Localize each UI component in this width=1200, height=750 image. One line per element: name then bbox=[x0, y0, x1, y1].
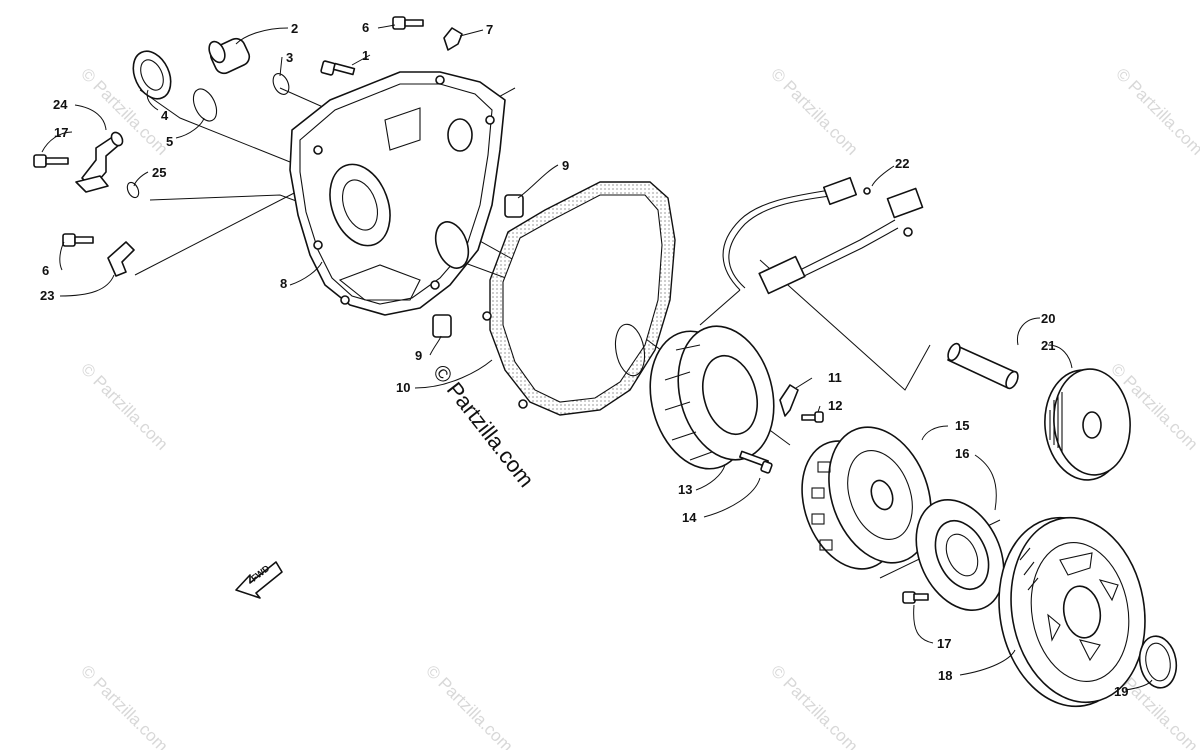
callout-1: 1 bbox=[362, 48, 369, 63]
callout-2: 2 bbox=[291, 21, 298, 36]
callout-8: 8 bbox=[280, 276, 287, 291]
callout-14: 14 bbox=[682, 510, 697, 525]
callout-9: 9 bbox=[562, 158, 569, 173]
plug-part-2 bbox=[208, 37, 251, 75]
o-ring-part-5 bbox=[192, 88, 218, 122]
callout-9: 9 bbox=[415, 348, 422, 363]
bolt-part-14 bbox=[739, 450, 773, 474]
dowel-pin-part-9 bbox=[432, 314, 452, 338]
watermark-faint: © Partzilla.com bbox=[77, 661, 171, 750]
fitting-part-24 bbox=[75, 131, 124, 193]
wire-harness-part-22 bbox=[699, 176, 924, 326]
o-ring-part-25 bbox=[126, 181, 140, 199]
callout-19: 19 bbox=[1114, 684, 1128, 699]
callout-10: 10 bbox=[396, 380, 410, 395]
callout-22: 22 bbox=[895, 156, 909, 171]
flywheel-part-15 bbox=[801, 426, 932, 570]
callout-21: 21 bbox=[1041, 338, 1055, 353]
callout-15: 15 bbox=[955, 418, 969, 433]
fwd-arrow-icon: FWD bbox=[235, 561, 283, 599]
idler-gear-part-21 bbox=[1044, 368, 1131, 481]
screw-part-12 bbox=[801, 411, 824, 423]
callout-12: 12 bbox=[828, 398, 842, 413]
watermark-faint: © Partzilla.com bbox=[422, 661, 516, 750]
callout-23: 23 bbox=[40, 288, 54, 303]
bolt-part-1 bbox=[320, 60, 356, 76]
callout-6: 6 bbox=[362, 20, 369, 35]
callout-3: 3 bbox=[286, 50, 293, 65]
dowel-pin-part-9 bbox=[504, 194, 524, 218]
callout-11: 11 bbox=[828, 370, 842, 385]
callout-4: 4 bbox=[161, 108, 169, 123]
clip-part-7 bbox=[443, 27, 463, 51]
callout-24: 24 bbox=[53, 97, 68, 112]
callout-18: 18 bbox=[938, 668, 952, 683]
callout-17: 17 bbox=[54, 125, 68, 140]
ring-part-19 bbox=[1138, 635, 1178, 689]
bolt-part-17-lower bbox=[902, 591, 929, 604]
filler-cap-part-4 bbox=[132, 50, 172, 100]
callout-13: 13 bbox=[678, 482, 692, 497]
callout-leaders bbox=[41, 24, 1153, 691]
clutch-part-16 bbox=[915, 498, 1005, 612]
callout-17: 17 bbox=[937, 636, 951, 651]
side-cover-part-8 bbox=[289, 71, 506, 316]
watermark-faint: © Partzilla.com bbox=[1112, 64, 1200, 158]
stator-part-13 bbox=[649, 325, 775, 470]
o-ring-part-3 bbox=[272, 73, 290, 95]
gasket-part-10 bbox=[482, 181, 676, 416]
callout-25: 25 bbox=[152, 165, 166, 180]
clip-part-23 bbox=[107, 241, 135, 277]
watermark-faint: © Partzilla.com bbox=[767, 64, 861, 158]
callout-5: 5 bbox=[166, 134, 173, 149]
bolt-part-17 bbox=[33, 154, 69, 168]
watermark-faint: © Partzilla.com bbox=[767, 661, 861, 750]
bolt-part-6 bbox=[62, 233, 94, 247]
callout-7: 7 bbox=[486, 22, 493, 37]
callout-6: 6 bbox=[42, 263, 49, 278]
callout-16: 16 bbox=[955, 446, 969, 461]
clamp-part-11 bbox=[779, 384, 799, 417]
bolt-part-6-top bbox=[392, 16, 424, 30]
starter-gear-part-18 bbox=[998, 516, 1146, 708]
shaft-part-20 bbox=[947, 342, 1019, 390]
callout-labels: 1 2 3 4 5 6 6 7 8 9 9 10 11 12 13 14 15 … bbox=[40, 20, 1128, 699]
callout-20: 20 bbox=[1041, 311, 1055, 326]
watermark-faint: © Partzilla.com bbox=[77, 359, 171, 453]
